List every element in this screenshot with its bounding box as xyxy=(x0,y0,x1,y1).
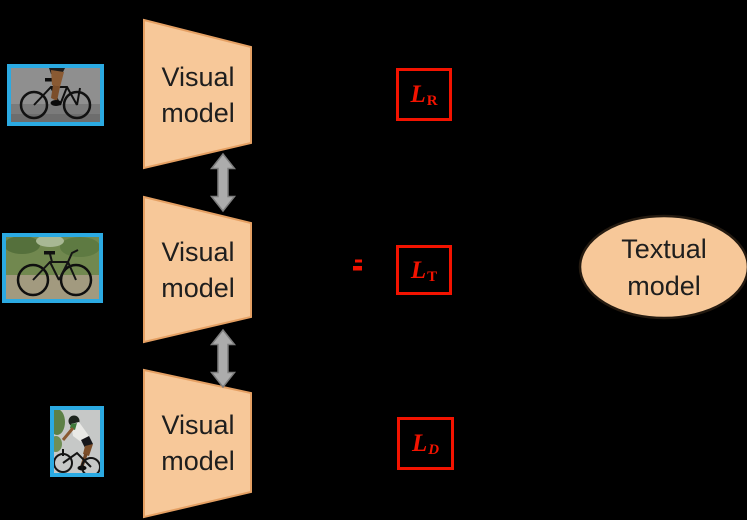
visual-model-label-line1: Visual xyxy=(161,410,235,440)
weight-sharing-arrow-1-icon xyxy=(209,152,237,213)
photo-cyclist-road-bike xyxy=(7,64,104,126)
loss-symbol: L xyxy=(410,256,427,284)
cyclist-illustration xyxy=(54,410,100,473)
loss-symbol: L xyxy=(411,430,428,457)
loss-subscript: R xyxy=(426,93,438,109)
visual-model-2-label: Visual model xyxy=(144,234,252,306)
photo-cyclist-leaning xyxy=(50,406,104,477)
visual-model-2-shape xyxy=(143,195,252,344)
textual-model-label-line1: Textual xyxy=(621,234,707,264)
visual-model-label-line2: model xyxy=(161,273,235,303)
bicycle-rider-illustration xyxy=(11,68,100,122)
red-fragment xyxy=(353,259,362,271)
loss-subscript: D xyxy=(428,442,440,458)
visual-model-label-line2: model xyxy=(161,98,235,128)
visual-model-1-shape xyxy=(143,18,252,170)
textual-model-label-line2: model xyxy=(627,271,701,301)
visual-model-3-shape xyxy=(143,368,252,519)
bicycle-illustration xyxy=(6,237,99,299)
visual-model-3-label: Visual model xyxy=(144,407,252,479)
loss-subscript: T xyxy=(427,268,438,285)
visual-model-label-line1: Visual xyxy=(161,237,235,267)
visual-model-1-label: Visual model xyxy=(144,59,252,131)
visual-model-label-line1: Visual xyxy=(161,62,235,92)
textual-model-label: Textual model xyxy=(580,231,747,305)
textual-model-shape xyxy=(578,214,747,320)
weight-sharing-arrow-2-icon xyxy=(209,328,237,389)
photo-bicycle-on-grass xyxy=(2,233,103,303)
visual-model-label-line2: model xyxy=(161,446,235,476)
loss-symbol: L xyxy=(410,81,426,108)
